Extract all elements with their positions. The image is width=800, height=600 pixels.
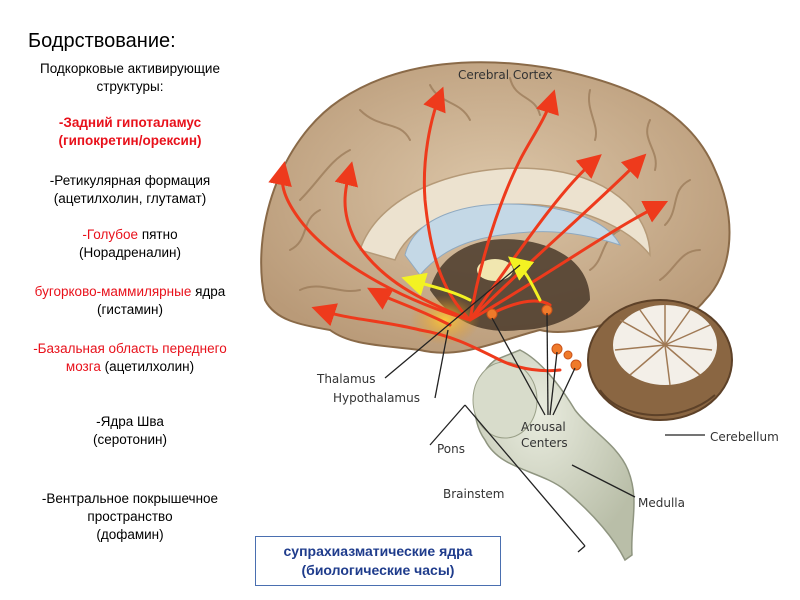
item3-name-rest: пятно bbox=[138, 227, 178, 242]
item3-name-red: -Голубое bbox=[82, 227, 139, 242]
thalamus-nucleus bbox=[477, 259, 513, 281]
item7-transmitter: (дофамин) bbox=[96, 527, 164, 542]
item6-transmitter: (серотонин) bbox=[93, 432, 167, 447]
label-pons: Pons bbox=[437, 442, 465, 456]
label-arousal-2: Centers bbox=[521, 436, 568, 450]
label-cortex: Cerebral Cortex bbox=[458, 68, 553, 82]
item5-name: -Базальная область переднего bbox=[33, 341, 227, 356]
list-item-tuberomammillary: бугорково-маммилярные ядра (гистамин) bbox=[10, 283, 250, 319]
item2-name: -Ретикулярная формация bbox=[49, 173, 211, 188]
label-hypothalamus: Hypothalamus bbox=[333, 391, 420, 405]
scn-subtitle: (биологические часы) bbox=[301, 562, 455, 578]
yellow-pathways bbox=[401, 256, 542, 302]
cerebellum-shape bbox=[587, 299, 733, 421]
list-intro: Подкорковые активирующие структуры: bbox=[40, 61, 220, 94]
item6-name: -Ядра Шва bbox=[96, 414, 164, 429]
list-item-basal-forebrain: -Базальная область переднего мозга (ацет… bbox=[10, 340, 250, 376]
label-brainstem: Brainstem bbox=[443, 487, 505, 501]
item7-name-2: пространство bbox=[87, 509, 173, 524]
label-arousal-1: Arousal bbox=[521, 420, 566, 434]
slide-title: Бодрствование: bbox=[28, 30, 176, 52]
list-item-locus-coeruleus: -Голубое пятно (Норадреналин) bbox=[10, 226, 250, 262]
label-cerebellum: Cerebellum bbox=[710, 430, 779, 444]
item4-transmitter: (гистамин) bbox=[96, 302, 164, 317]
item5-transmitter: (ацетилхолин) bbox=[100, 359, 195, 374]
ventricle bbox=[404, 203, 621, 276]
item4-name-rest: ядра bbox=[191, 284, 226, 299]
label-thalamus: Thalamus bbox=[316, 372, 376, 386]
item2-transmitter: (ацетилхолин, глутамат) bbox=[53, 191, 207, 206]
item7-name-1: -Вентральное покрышечное bbox=[41, 491, 219, 506]
item1-name: -Задний гипоталамус bbox=[58, 115, 202, 130]
list-item-reticular-formation: -Ретикулярная формация (ацетилхолин, глу… bbox=[10, 172, 250, 208]
list-item-vta: -Вентральное покрышечное пространство (д… bbox=[10, 490, 250, 544]
leader-lines bbox=[384, 264, 705, 553]
scn-title: супрахиазматические ядра bbox=[283, 543, 473, 559]
label-medulla: Medulla bbox=[638, 496, 685, 510]
item1-transmitter: (гипокретин/орексин) bbox=[58, 133, 202, 148]
item4-name-red: бугорково-маммилярные bbox=[34, 284, 192, 299]
item3-transmitter: (Норадреналин) bbox=[79, 245, 181, 260]
scn-callout-box: супрахиазматические ядра (биологические … bbox=[255, 536, 501, 586]
item5-name-red: мозга bbox=[65, 359, 101, 374]
arousal-dots bbox=[486, 304, 582, 371]
list-item-posterior-hypothalamus: -Задний гипоталамус (гипокретин/орексин) bbox=[10, 114, 250, 150]
list-item-raphe-nuclei: -Ядра Шва (серотонин) bbox=[10, 413, 250, 449]
